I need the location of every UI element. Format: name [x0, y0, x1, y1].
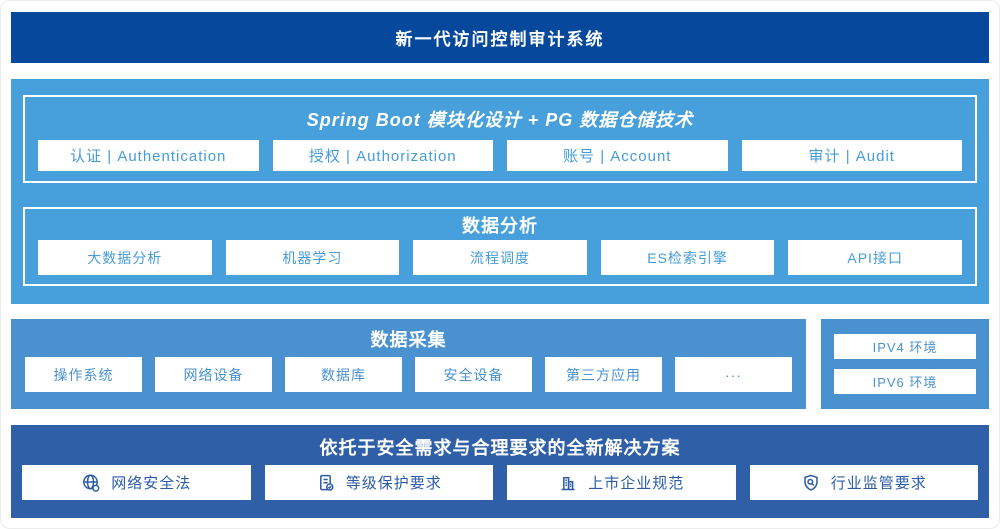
collection-chip-more: ··· [675, 357, 792, 392]
module-chip-authentication: 认证 | Authentication [38, 140, 259, 171]
module-chip-audit: 审计 | Audit [741, 140, 962, 171]
system-title: 新一代访问控制审计系统 [395, 30, 605, 49]
globe-icon [81, 473, 101, 493]
collection-chip-database: 数据库 [285, 357, 402, 392]
platform-section: Spring Boot 模块化设计 + PG 数据仓储技术 认证 | Authe… [11, 79, 989, 304]
collection-chip-os: 操作系统 [25, 357, 142, 392]
data-collection-block: 数据采集 操作系统 网络设备 数据库 安全设备 第三方应用 ··· [11, 319, 806, 409]
collection-chip-network-device: 网络设备 [155, 357, 272, 392]
analysis-chip-api: API接口 [788, 240, 962, 275]
analysis-chip-bigdata: 大数据分析 [38, 240, 212, 275]
system-title-banner: 新一代访问控制审计系统 [11, 12, 989, 63]
solution-chip-label: 网络安全法 [111, 475, 192, 492]
solution-chip-label: 行业监管要求 [830, 475, 927, 492]
module-chip-row: 认证 | Authentication 授权 | Authorization 账… [38, 140, 962, 171]
analysis-chip-row: 大数据分析 机器学习 流程调度 ES检索引擎 API接口 [38, 240, 962, 275]
solution-chip-row: 网络安全法 等级保护要求 [22, 465, 978, 500]
solution-section: 依托于安全需求与合理要求的全新解决方案 网络安全法 [11, 425, 989, 518]
solution-chip-label: 等级保护要求 [345, 475, 442, 492]
building-icon [558, 473, 578, 493]
solution-chip-cybersecurity-law: 网络安全法 [22, 465, 251, 500]
data-collection-row: 数据采集 操作系统 网络设备 数据库 安全设备 第三方应用 ··· IPV4 环… [11, 319, 989, 409]
solution-chip-label: 上市企业规范 [588, 475, 685, 492]
solution-chip-classified-protection: 等级保护要求 [264, 465, 493, 500]
analysis-chip-es-search: ES检索引擎 [600, 240, 775, 275]
solution-chip-industry-regulation: 行业监管要求 [749, 465, 978, 500]
data-analysis-block: 数据分析 大数据分析 机器学习 流程调度 ES检索引擎 API接口 [23, 207, 977, 286]
module-chip-authorization: 授权 | Authorization [272, 140, 493, 171]
solution-title: 依托于安全需求与合理要求的全新解决方案 [319, 438, 681, 458]
analysis-chip-workflow: 流程调度 [413, 240, 587, 275]
collection-chip-security-device: 安全设备 [415, 357, 532, 392]
ip-environment-block: IPV4 环境 IPV6 环境 [821, 319, 989, 409]
collection-chip-third-party: 第三方应用 [545, 357, 662, 392]
springboot-block-title: Spring Boot 模块化设计 + PG 数据仓储技术 [306, 109, 694, 130]
analysis-chip-machine-learning: 机器学习 [225, 240, 400, 275]
collection-chip-row: 操作系统 网络设备 数据库 安全设备 第三方应用 ··· [25, 357, 792, 392]
module-chip-account: 账号 | Account [507, 140, 728, 171]
springboot-block: Spring Boot 模块化设计 + PG 数据仓储技术 认证 | Authe… [23, 95, 977, 183]
data-collection-title: 数据采集 [370, 330, 447, 350]
document-check-icon [316, 473, 336, 493]
data-analysis-title: 数据分析 [462, 215, 538, 236]
env-chip-ipv6: IPV6 环境 [834, 369, 976, 394]
solution-chip-listed-company: 上市企业规范 [507, 465, 736, 500]
shield-search-icon [801, 473, 821, 493]
env-chip-ipv4: IPV4 环境 [834, 334, 976, 359]
